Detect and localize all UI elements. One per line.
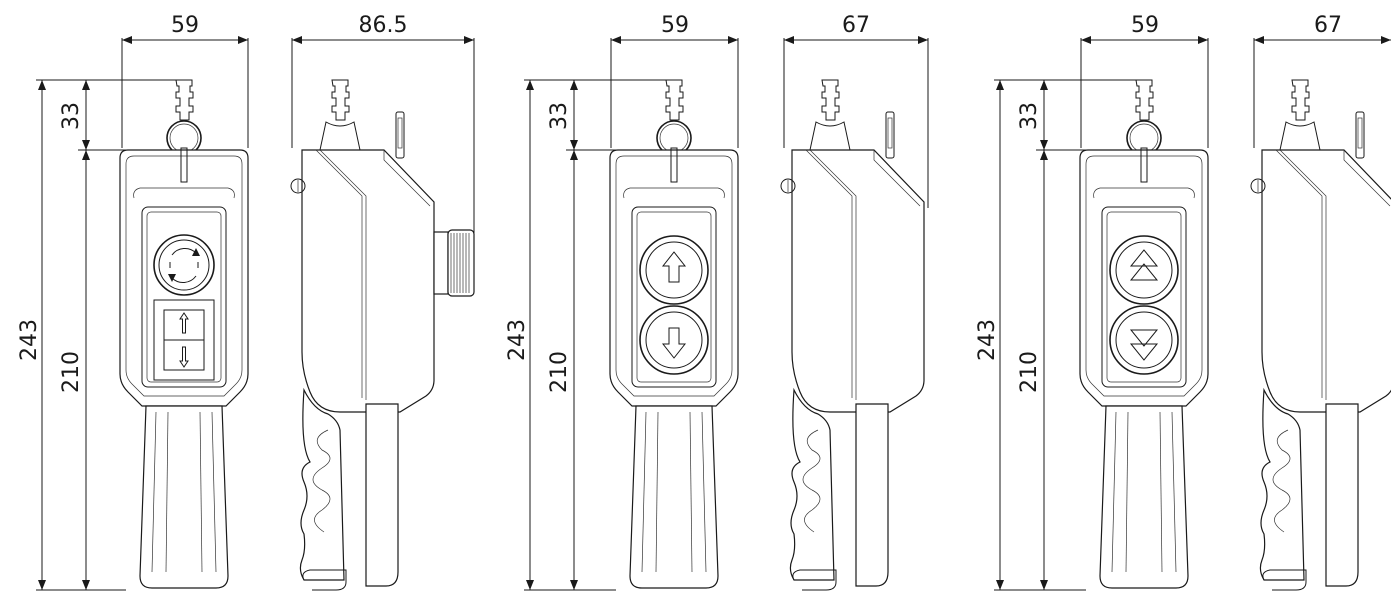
- view-side-emergency-selector: [290, 79, 475, 591]
- up-down-selector-icon: [153, 299, 215, 381]
- view-front-emergency-selector: [119, 79, 249, 589]
- up-button: [639, 235, 709, 305]
- dim-body-height-label: 210: [59, 351, 84, 393]
- dim-depth-label: 86.5: [359, 13, 408, 38]
- dim-width-1: 59: [121, 13, 249, 148]
- view-front-double-speed: [1079, 79, 1209, 589]
- view-front-up-down: [609, 79, 739, 589]
- view-side-up-down: [780, 79, 925, 591]
- dim-width-2: 59: [610, 13, 739, 148]
- emergency-stop-knob: [433, 229, 475, 297]
- double-up-arrow-icon: [1129, 249, 1159, 281]
- up-arrow-icon: [661, 251, 687, 283]
- dim-depth-label: 67: [1314, 13, 1342, 38]
- dim-heights-1: 243 33 210: [17, 79, 176, 591]
- dim-total-height-label: 243: [975, 319, 1000, 361]
- dim-width-label: 59: [661, 13, 689, 38]
- dim-depth-1: 86.5: [291, 13, 475, 238]
- dim-collar-height-label: 33: [547, 102, 572, 130]
- rotate-icon: [168, 248, 200, 283]
- dim-body-height-label: 210: [547, 351, 572, 393]
- dim-depth-label: 67: [842, 13, 870, 38]
- dim-body-height-label: 210: [1017, 351, 1042, 393]
- dim-collar-height-label: 33: [59, 102, 84, 130]
- dim-heights-2: 243 33 210: [505, 79, 666, 591]
- down-arrow-icon: [661, 327, 687, 359]
- dim-depth-2: 67: [783, 13, 929, 208]
- double-down-button: [1109, 305, 1179, 375]
- dim-total-height-label: 243: [505, 319, 530, 361]
- view-side-double-speed: [1250, 79, 1391, 591]
- double-down-arrow-icon: [1129, 329, 1159, 361]
- dim-collar-height-label: 33: [1017, 102, 1042, 130]
- down-button: [639, 305, 709, 375]
- dim-width-3: 59: [1080, 13, 1209, 148]
- dim-heights-3: 243 33 210: [975, 79, 1136, 591]
- dim-depth-3: 67: [1253, 13, 1391, 148]
- dim-total-height-label: 243: [17, 319, 42, 361]
- dim-width-label: 59: [1131, 13, 1159, 38]
- dim-width-label: 59: [171, 13, 199, 38]
- double-up-button: [1109, 235, 1179, 305]
- rotate-button-outline: [153, 234, 215, 296]
